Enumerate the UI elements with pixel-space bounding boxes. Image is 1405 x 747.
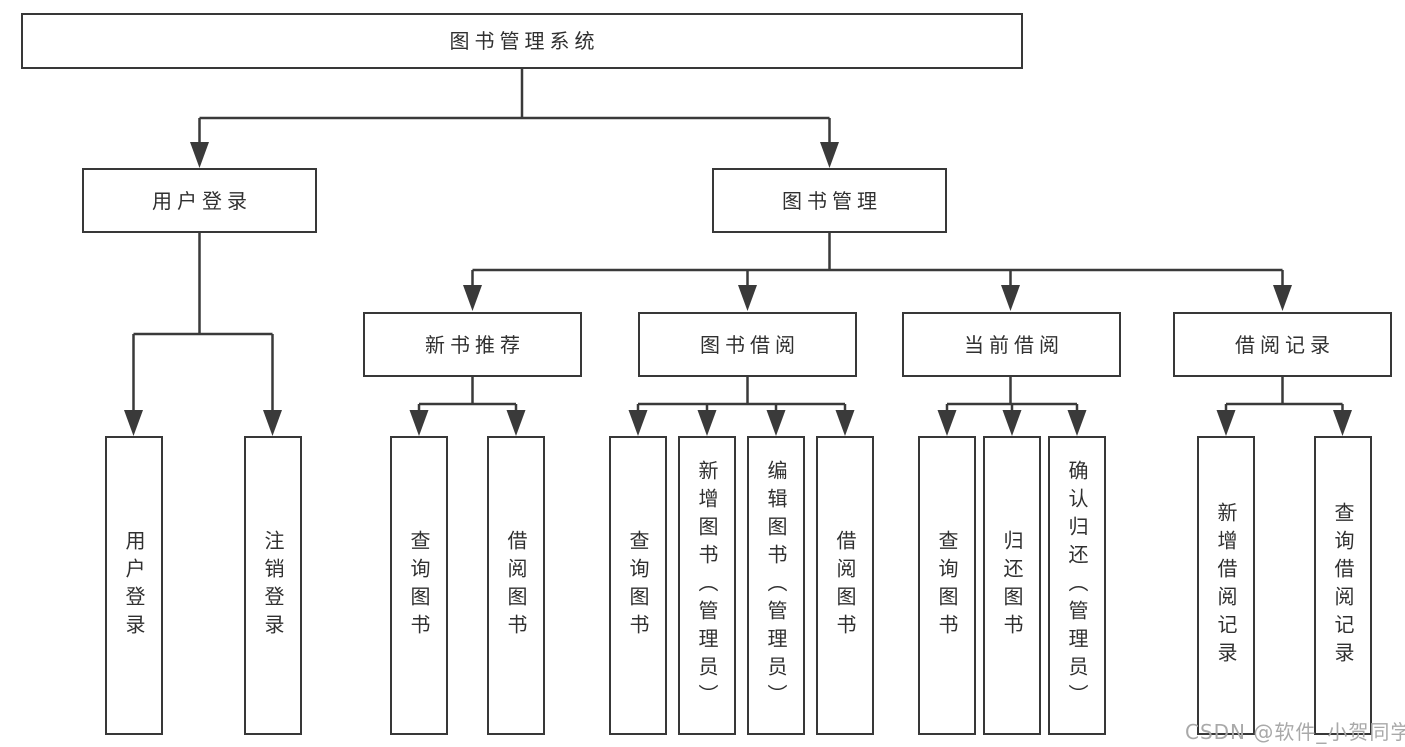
leaf-logout: 注销登录 — [244, 436, 302, 735]
leaf-borrow-books-recommend: 借阅图书 — [487, 436, 545, 735]
connector-current-to-leaves — [945, 377, 1079, 426]
node-book-management: 图书管理 — [712, 168, 947, 233]
leaf-edit-books-admin: 编辑图书（管理员） — [747, 436, 805, 735]
connector-bookmgmt-to-level3 — [471, 233, 1284, 301]
connector-borrowing-to-leaves — [636, 377, 847, 426]
leaf-query-borrow-record: 查询借阅记录 — [1314, 436, 1372, 735]
leaf-confirm-return-admin: 确认归还（管理员） — [1048, 436, 1106, 735]
node-label: 新增借阅记录 — [1214, 501, 1238, 670]
node-label: 借阅记录 — [1235, 332, 1335, 357]
node-label: 注销登录 — [261, 529, 285, 642]
node-label: 查询图书 — [935, 529, 959, 642]
node-label: 借阅图书 — [504, 529, 528, 642]
node-label: 确认归还（管理员） — [1065, 459, 1089, 712]
node-new-book-recommend: 新书推荐 — [363, 312, 582, 377]
node-library-management-system: 图书管理系统 — [21, 13, 1023, 69]
node-label: 新书推荐 — [425, 332, 525, 357]
connector-userlogin-to-leaves — [132, 233, 274, 426]
leaf-add-books-admin: 新增图书（管理员） — [678, 436, 736, 735]
connector-newbook-to-leaves — [417, 377, 518, 426]
node-label: 图书管理系统 — [449, 29, 600, 53]
node-label: 用户登录 — [152, 188, 252, 213]
leaf-add-borrow-record: 新增借阅记录 — [1197, 436, 1255, 735]
connector-root-to-level2 — [198, 69, 831, 158]
node-borrowing-records: 借阅记录 — [1173, 312, 1392, 377]
node-label: 当前借阅 — [964, 332, 1064, 357]
leaf-query-books-borrowing: 查询图书 — [609, 436, 667, 735]
node-current-borrowing: 当前借阅 — [902, 312, 1121, 377]
node-label: 图书管理 — [782, 188, 882, 213]
node-label: 查询借阅记录 — [1331, 501, 1355, 670]
node-label: 归还图书 — [1000, 529, 1024, 642]
leaf-return-books: 归还图书 — [983, 436, 1041, 735]
leaf-user-login: 用户登录 — [105, 436, 163, 735]
node-label: 图书借阅 — [700, 332, 800, 357]
leaf-query-books-recommend: 查询图书 — [390, 436, 448, 735]
node-label: 查询图书 — [626, 529, 650, 642]
node-label: 查询图书 — [407, 529, 431, 642]
leaf-query-books-current: 查询图书 — [918, 436, 976, 735]
node-label: 用户登录 — [122, 529, 146, 642]
watermark-text: CSDN @软件_小贺同学 — [1185, 720, 1405, 744]
connector-records-to-leaves — [1224, 377, 1344, 426]
node-label: 编辑图书（管理员） — [764, 459, 788, 712]
leaf-borrow-books-borrowing: 借阅图书 — [816, 436, 874, 735]
node-label: 新增图书（管理员） — [695, 459, 719, 712]
node-book-borrowing: 图书借阅 — [638, 312, 857, 377]
node-user-login: 用户登录 — [82, 168, 317, 233]
node-label: 借阅图书 — [833, 529, 857, 642]
